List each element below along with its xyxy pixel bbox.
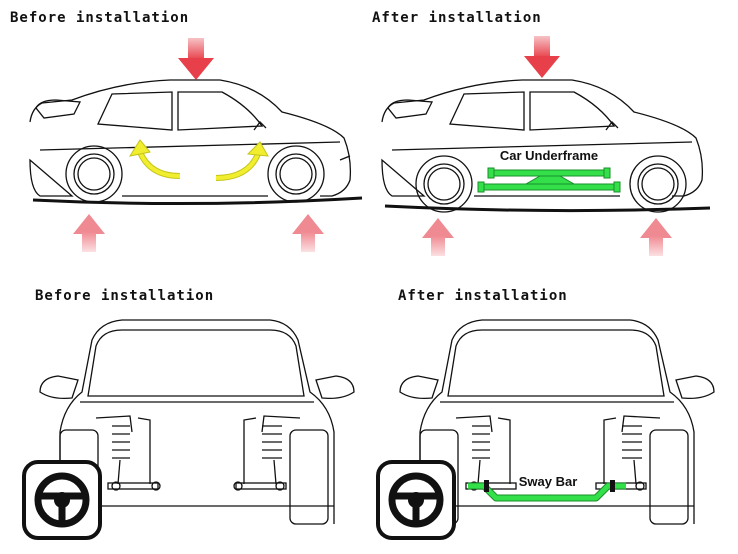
steering-wheel-icon xyxy=(22,460,102,540)
sway-bar xyxy=(468,480,626,502)
curved-arrow-icon xyxy=(215,141,269,181)
caption-top-right: After installation xyxy=(372,10,542,26)
curved-arrow-icon xyxy=(128,139,181,179)
up-arrow-icon xyxy=(292,214,324,252)
caption-bottom-left: Before installation xyxy=(35,288,215,304)
steering-wheel-icon xyxy=(376,460,456,540)
road-line-before xyxy=(32,196,363,206)
underframe-brace xyxy=(477,167,621,193)
front-car-before xyxy=(39,319,355,525)
down-arrow-icon xyxy=(524,36,560,78)
side-car-after xyxy=(381,79,704,213)
caption-top-left: Before installation xyxy=(10,10,190,26)
up-arrow-icon xyxy=(422,218,454,256)
side-car-before xyxy=(29,79,352,203)
up-arrow-icon xyxy=(73,214,105,252)
road-line-after xyxy=(384,204,711,213)
sway-bar-label: Sway Bar xyxy=(519,474,578,489)
down-arrow-icon xyxy=(178,38,214,80)
caption-bottom-right: After installation xyxy=(398,288,568,304)
up-arrow-icon xyxy=(640,218,672,256)
underframe-label: Car Underframe xyxy=(500,148,598,163)
